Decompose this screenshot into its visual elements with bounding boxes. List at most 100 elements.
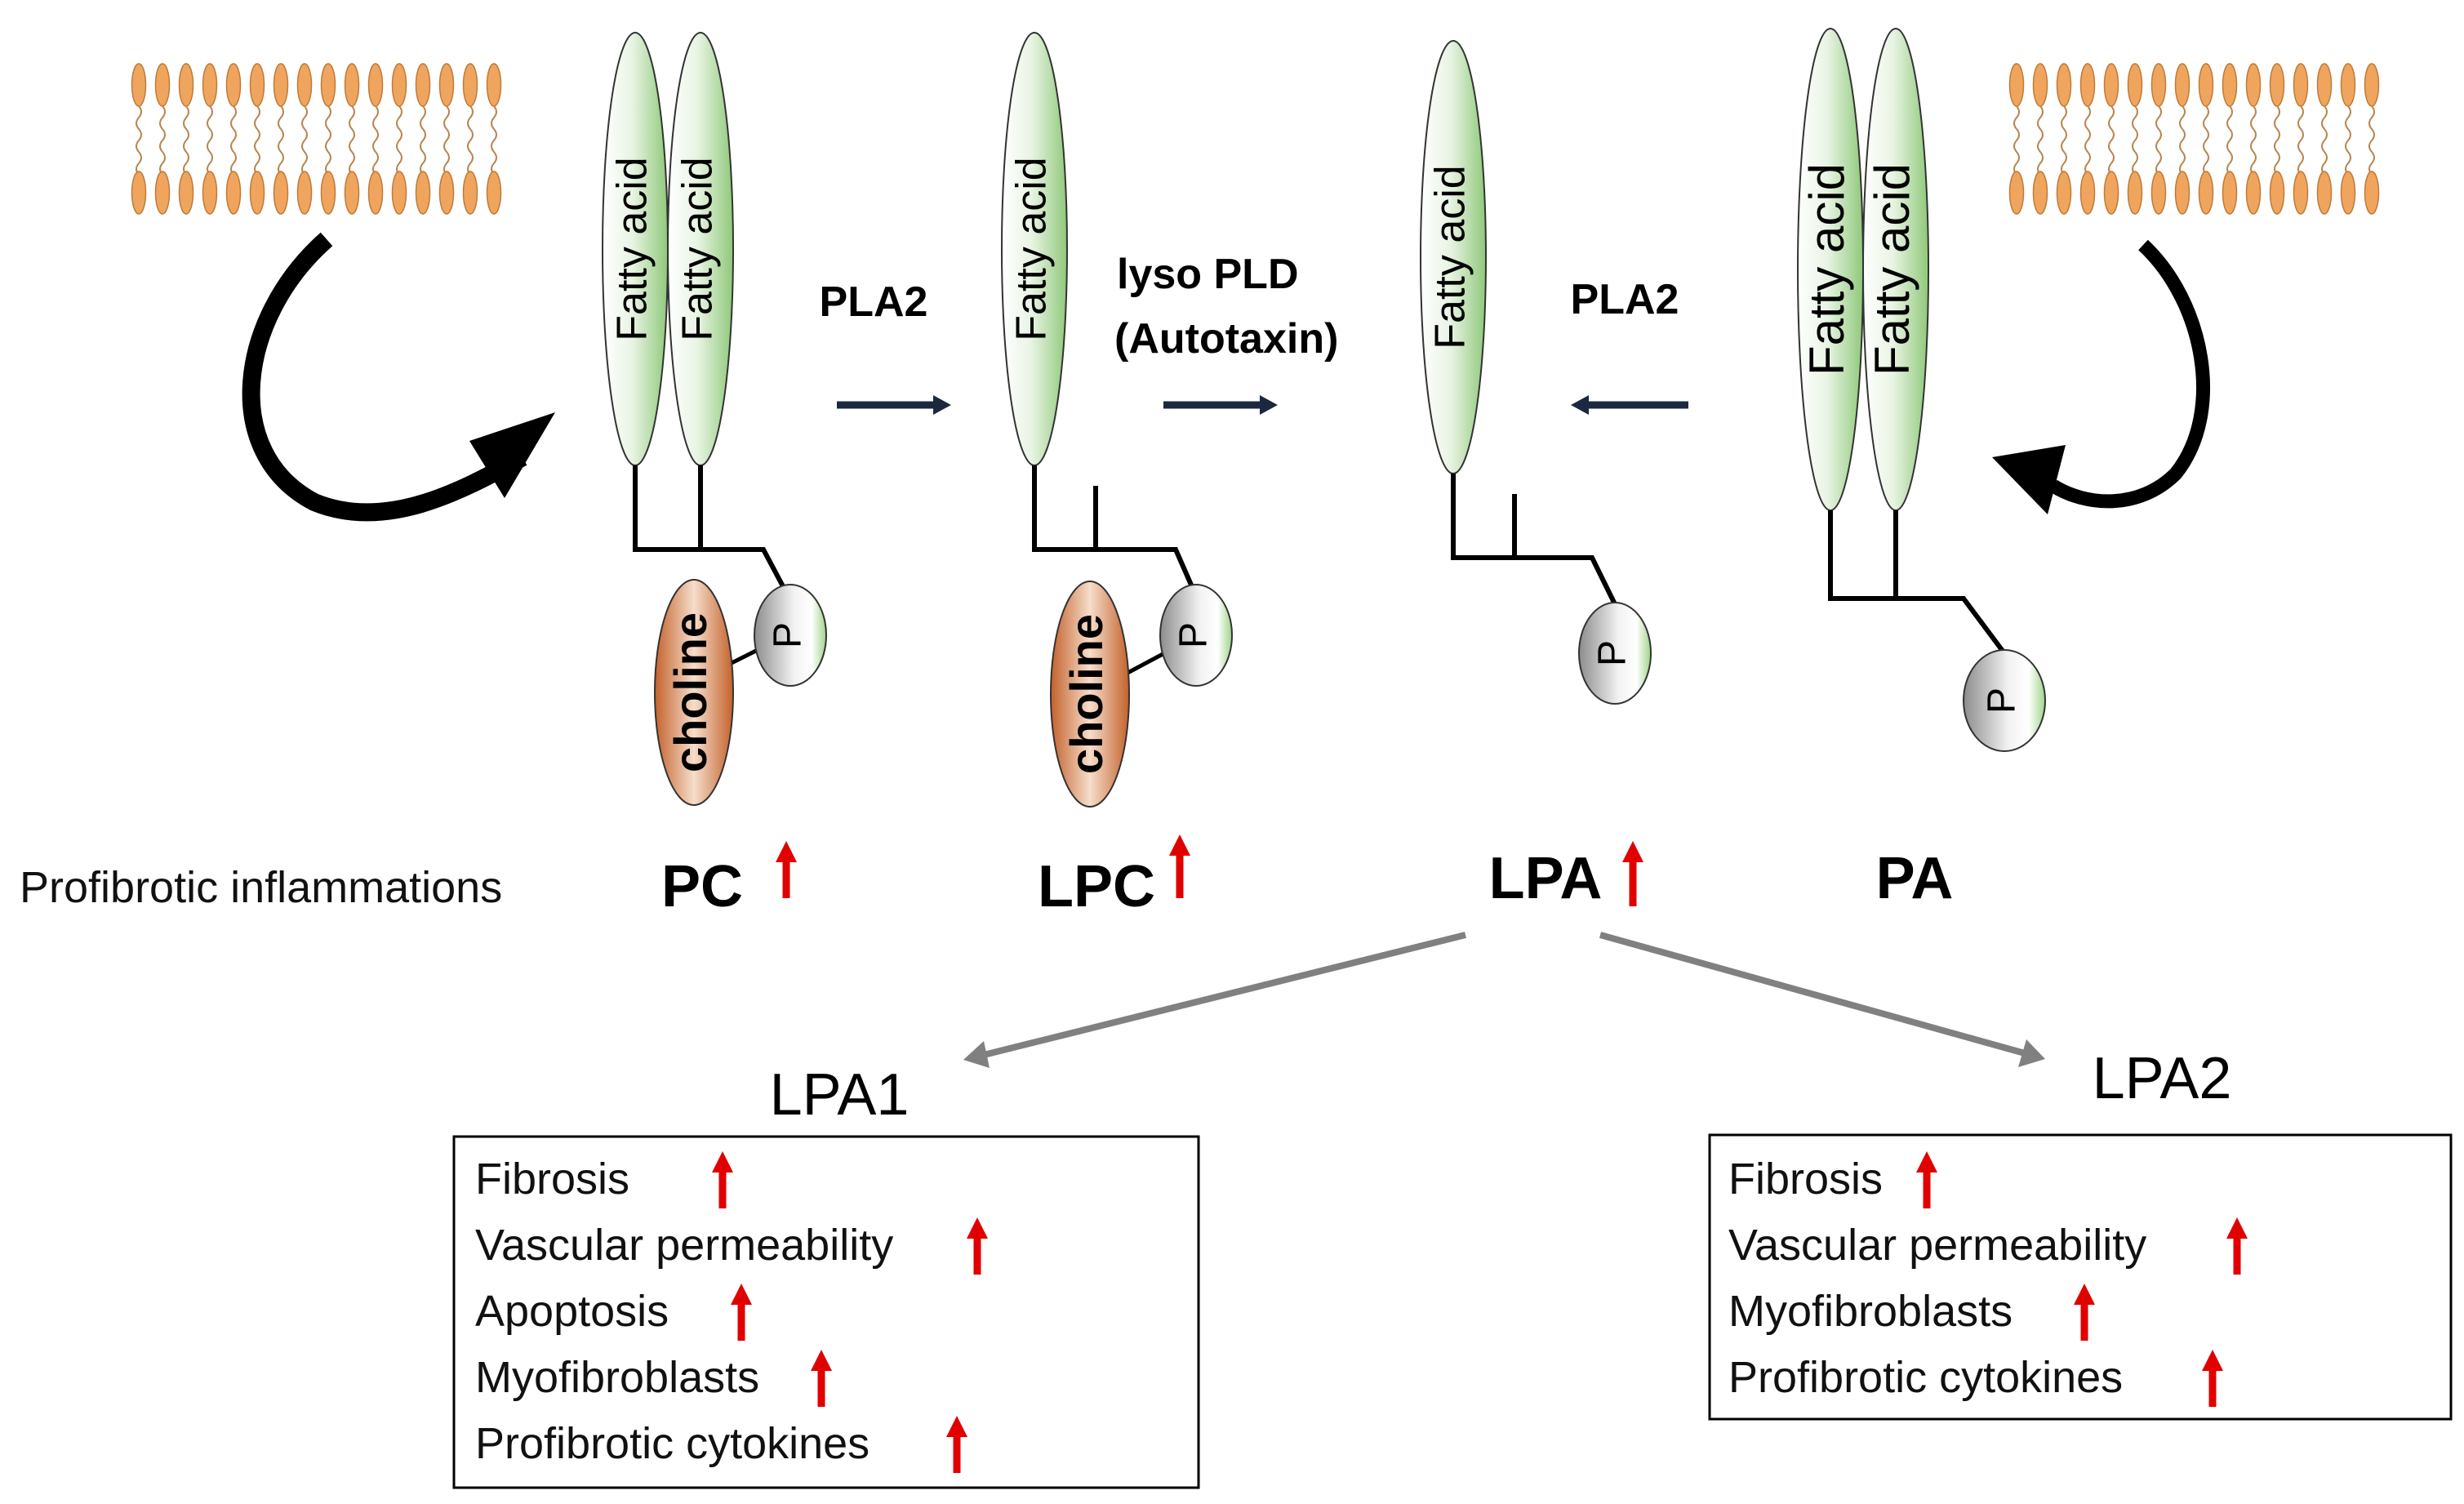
lipid-bilayer-unit: [296, 63, 313, 215]
lipid-bilayer-unit: [415, 63, 431, 215]
phosphate-group: P: [1159, 584, 1233, 687]
lipid-bilayer-unit: [2103, 63, 2119, 215]
lipid-bilayer-unit: [202, 63, 218, 215]
effect-item: Fibrosis: [475, 1155, 629, 1204]
fatty-acid-label: Fatty acid: [1008, 157, 1056, 340]
lipid-bilayer-unit: [2364, 63, 2380, 215]
fatty-acid-label: Fatty acid: [1427, 165, 1474, 349]
phosphate-label: P: [1172, 622, 1216, 648]
lipid-bilayer-unit: [178, 63, 194, 215]
pa-molecule: Fatty acid Fatty acid P: [1797, 28, 2046, 752]
lpa-label: LPA: [1489, 846, 1603, 911]
lipid-bilayer-unit: [2340, 63, 2356, 215]
lipid-bilayer-unit: [2056, 63, 2072, 215]
lipid-bilayer-unit: [2127, 63, 2143, 215]
lpa2-title: LPA2: [2093, 1046, 2232, 1111]
lpa1-title: LPA1: [770, 1062, 910, 1128]
effect-item: Profibrotic cytokines: [1728, 1353, 2123, 1402]
fatty-acid-label: Fatty acid: [609, 157, 656, 340]
reaction-arrow-lpc-to-lpa: [1163, 395, 1278, 415]
lipid-bilayer-unit: [2269, 63, 2285, 215]
enzyme-lyso-pld-label: lyso PLD: [1117, 251, 1299, 298]
lipid-bilayer-unit: [2174, 63, 2190, 215]
choline-group: choline: [654, 579, 734, 806]
increase-arrow-icon: [1622, 841, 1643, 906]
lipid-bilayer-unit: [2316, 63, 2333, 215]
cell-membrane-left: [131, 63, 502, 215]
increase-arrow-icon: [946, 1416, 967, 1473]
increase-arrow-icon: [2202, 1350, 2223, 1407]
lipid-bilayer-unit: [154, 63, 171, 215]
lipid-bilayer-unit: [320, 63, 336, 215]
cell-membrane-right: [2008, 63, 2380, 215]
curved-arrow-right: [1992, 239, 2210, 514]
reaction-arrow-pc-to-lpc: [837, 395, 951, 415]
increase-arrow-icon: [731, 1284, 752, 1341]
lpc-molecule: Fatty acid choline P: [1001, 32, 1233, 808]
lipid-bilayer-unit: [462, 63, 478, 215]
increase-arrow-icon: [811, 1350, 832, 1407]
effect-item: Myofibroblasts: [1728, 1287, 2013, 1336]
increase-arrow-icon: [712, 1151, 733, 1208]
fatty-acid-chain: Fatty acid: [667, 32, 734, 466]
fatty-acid-label: Fatty acid: [674, 157, 722, 340]
increase-arrow-icon: [967, 1217, 988, 1275]
choline-label: choline: [665, 612, 716, 772]
effect-item: Profibrotic cytokines: [475, 1419, 870, 1468]
phosphate-group: P: [754, 584, 827, 687]
fatty-acid-label: Fatty acid: [1865, 163, 1919, 376]
fatty-acid-chain: Fatty acid: [1420, 40, 1487, 474]
phosphate-label: P: [767, 622, 810, 648]
lipid-bilayer-unit: [344, 63, 360, 215]
fatty-acid-label: Fatty acid: [1799, 163, 1854, 376]
lipid-bilayer-unit: [273, 63, 289, 215]
effect-item: Apoptosis: [475, 1287, 669, 1336]
lipid-bilayer-unit: [2293, 63, 2309, 215]
fatty-acid-chain: Fatty acid: [1862, 28, 1929, 511]
branch-arrow-to-lpa1: [963, 932, 1466, 1068]
lipid-bilayer-unit: [249, 63, 265, 215]
increase-arrow-icon: [776, 841, 797, 898]
lipid-bilayer-unit: [2032, 63, 2048, 215]
phosphate-label: P: [1981, 687, 2024, 714]
phosphate-group: P: [1963, 649, 2046, 752]
fatty-acid-chain: Fatty acid: [1797, 28, 1864, 511]
pc-molecule: Fatty acid Fatty acid choline P: [602, 32, 827, 806]
choline-label: choline: [1061, 614, 1112, 774]
enzyme-pla2-left-label: PLA2: [820, 278, 928, 326]
lpc-label: LPC: [1038, 854, 1155, 919]
effect-item: Vascular permeability: [1728, 1221, 2146, 1270]
increase-arrow-icon: [1169, 834, 1190, 898]
lipid-bilayer-unit: [225, 63, 242, 215]
phosphate-label: P: [1591, 640, 1635, 666]
enzyme-autotaxin-label: (Autotaxin): [1114, 315, 1338, 363]
reaction-arrow-pa-to-lpa: [1571, 395, 1688, 415]
increase-arrow-icon: [1916, 1151, 1937, 1208]
lipid-bilayer-unit: [131, 63, 147, 215]
curved-arrow-left: [242, 232, 555, 522]
effect-item: Vascular permeability: [475, 1221, 893, 1270]
lipid-bilayer-unit: [2150, 63, 2167, 215]
phosphate-group: P: [1578, 602, 1652, 705]
lipid-bilayer-unit: [2245, 63, 2262, 215]
lipid-bilayer-unit: [367, 63, 384, 215]
increase-arrow-icon: [2074, 1284, 2095, 1341]
lipid-bilayer-unit: [391, 63, 407, 215]
effect-item: Myofibroblasts: [475, 1353, 759, 1402]
row-label: Profibrotic inflammations: [20, 863, 502, 912]
fatty-acid-chain: Fatty acid: [602, 32, 669, 466]
choline-group: choline: [1050, 581, 1130, 808]
lipid-bilayer-unit: [2198, 63, 2214, 215]
lipid-bilayer-unit: [2079, 63, 2096, 215]
branch-arrow-to-lpa2: [1599, 932, 2045, 1067]
lipid-bilayer-unit: [438, 63, 455, 215]
lipid-bilayer-unit: [2222, 63, 2238, 215]
increase-arrow-icon: [2226, 1217, 2248, 1275]
pc-label: PC: [661, 854, 743, 919]
effect-item: Fibrosis: [1728, 1155, 1883, 1204]
lipid-bilayer-unit: [2008, 63, 2025, 215]
lipid-bilayer-unit: [486, 63, 502, 215]
